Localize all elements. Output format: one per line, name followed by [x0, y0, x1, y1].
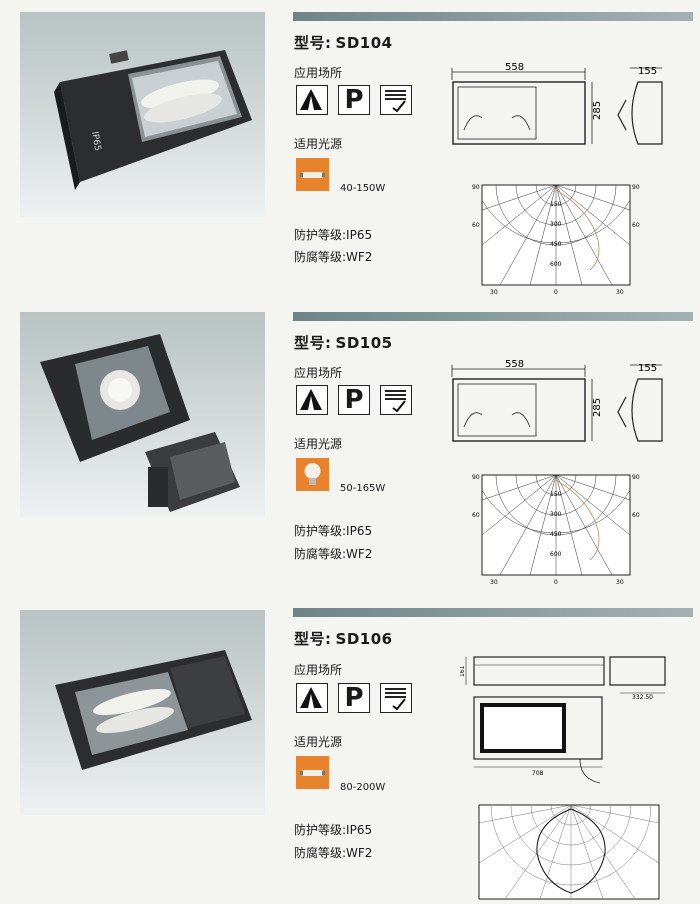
polar-light-distribution-chart [478, 804, 660, 900]
angle-label-bottom-left: 30 [490, 579, 498, 586]
dim-height: 161 [460, 665, 466, 677]
photo-ip65-label: IP65 [89, 131, 102, 152]
product-photo [20, 610, 265, 815]
tunnel-road-icon [296, 385, 328, 415]
dim-depth: 332.50 [632, 694, 653, 701]
light-source-label: 适用光源 [294, 137, 343, 151]
wattage-range: 50-165W [340, 483, 386, 494]
dim-width: 708 [532, 770, 544, 777]
angle-label-mid-left: 60 [472, 512, 480, 519]
application-label: 应用场所 [294, 366, 343, 380]
stadium-icon [380, 683, 412, 713]
section-header-bar [293, 312, 693, 321]
product-photo [20, 312, 265, 517]
model-label: 型号 [294, 630, 326, 648]
angle-label-bottom-right: 30 [616, 289, 624, 296]
model-code: SD104 [335, 34, 393, 52]
section-header-bar [293, 12, 693, 21]
parking-p-icon: P [338, 385, 370, 415]
dim-width: 558 [505, 359, 524, 370]
section-header-bar [293, 608, 693, 617]
dimension-drawing: 558 285 155 [451, 359, 663, 442]
light-source-label: 适用光源 [294, 437, 343, 451]
product-section-sd104: IP65 型号:SD104 应用场所 P 适用光源 40-150W 防护等级:I… [0, 0, 700, 300]
radial-label: 150 [550, 491, 562, 498]
angle-label-bottom-center: 0 [554, 289, 558, 296]
tunnel-road-icon [296, 85, 328, 115]
protection-grade: 防护等级:IP65 [294, 823, 373, 837]
product-section-sd105: 型号:SD105 应用场所 P 适用光源 50-165W 防护等级:IP65 防… [0, 300, 700, 600]
polar-light-distribution-chart: 90 90 60 60 30 0 30 150 300 450 600 [472, 184, 640, 296]
tubular-lamp-icon [296, 158, 329, 191]
radial-label: 600 [550, 261, 562, 268]
wattage-range: 80-200W [340, 782, 386, 793]
model-heading: 型号:SD104 [294, 34, 393, 52]
parking-p-icon: P [338, 683, 370, 713]
angle-label-bottom-center: 0 [554, 579, 558, 586]
product-photo: IP65 [20, 12, 265, 217]
corrosion-grade: 防腐等级:WF2 [294, 250, 373, 264]
angle-label-mid-right: 60 [632, 222, 640, 229]
application-label: 应用场所 [294, 663, 343, 677]
radial-label: 300 [550, 221, 562, 228]
radial-label: 300 [550, 511, 562, 518]
product-section-sd106: 型号:SD106 应用场所 P 适用光源 80-200W 防护等级:IP65 防… [0, 598, 700, 904]
dimension-drawing: 161 332.50 708 [460, 656, 666, 784]
tubular-lamp-icon [296, 756, 329, 789]
corrosion-grade: 防腐等级:WF2 [294, 547, 373, 561]
angle-label-bottom-left: 30 [490, 289, 498, 296]
dim-width: 558 [505, 62, 524, 73]
wattage-range: 40-150W [340, 183, 386, 194]
radial-label: 600 [550, 551, 562, 558]
protection-grade: 防护等级:IP65 [294, 524, 373, 538]
dim-height: 285 [592, 101, 603, 120]
light-source-label: 适用光源 [294, 735, 343, 749]
stadium-icon [380, 385, 412, 415]
radial-label: 450 [550, 531, 562, 538]
model-heading: 型号:SD105 [294, 334, 393, 352]
application-label: 应用场所 [294, 66, 343, 80]
dimension-drawing: 558 285 155 [451, 62, 663, 145]
angle-label-top-left: 90 [472, 474, 480, 481]
radial-label: 450 [550, 241, 562, 248]
stadium-icon [380, 85, 412, 115]
radial-label: 150 [550, 201, 562, 208]
angle-label-mid-right: 60 [632, 512, 640, 519]
dim-depth: 155 [638, 66, 657, 77]
polar-light-distribution-chart: 90 90 60 60 30 0 30 150 300 450 600 [472, 474, 640, 586]
model-label: 型号 [294, 34, 326, 52]
angle-label-bottom-right: 30 [616, 579, 624, 586]
angle-label-top-right: 90 [632, 184, 640, 191]
bulb-lamp-icon [296, 458, 329, 491]
model-code: SD105 [335, 334, 393, 352]
model-code: SD106 [335, 630, 393, 648]
angle-label-mid-left: 60 [472, 222, 480, 229]
dim-depth: 155 [638, 363, 657, 374]
angle-label-top-right: 90 [632, 474, 640, 481]
parking-p-icon: P [338, 85, 370, 115]
corrosion-grade: 防腐等级:WF2 [294, 846, 373, 860]
tunnel-road-icon [296, 683, 328, 713]
angle-label-top-left: 90 [472, 184, 480, 191]
protection-grade: 防护等级:IP65 [294, 228, 373, 242]
model-label: 型号 [294, 334, 326, 352]
model-heading: 型号:SD106 [294, 630, 393, 648]
dim-height: 285 [592, 398, 603, 417]
